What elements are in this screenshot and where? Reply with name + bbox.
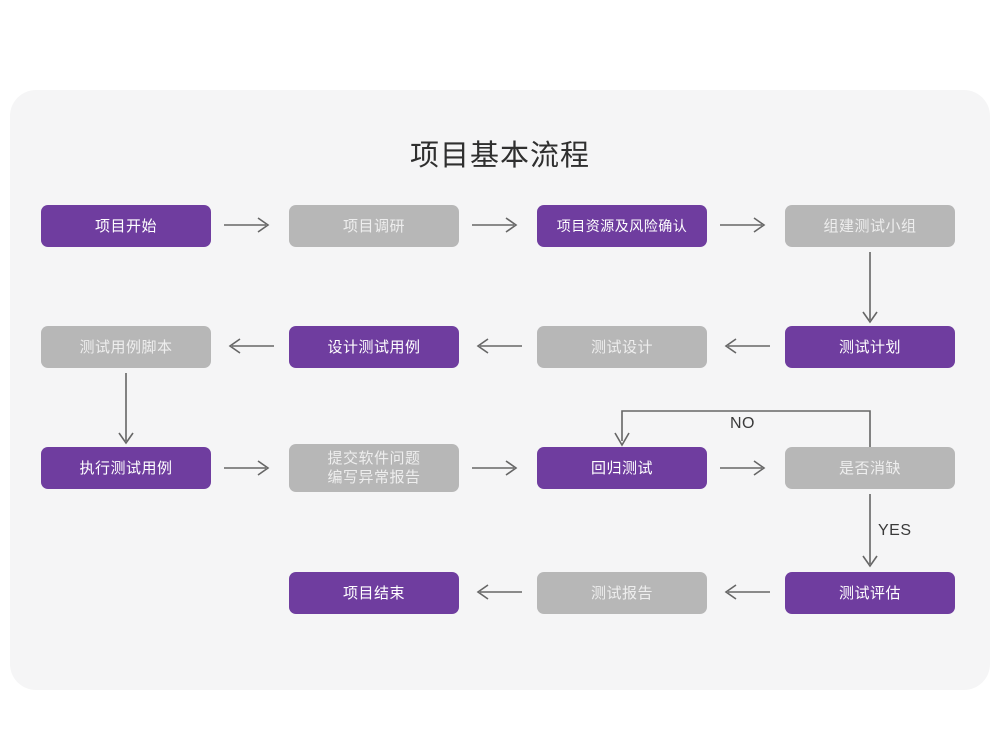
arrow-left-3	[720, 336, 770, 356]
edge-label-yes: YES	[878, 522, 912, 539]
arrow-left-4	[472, 582, 522, 602]
node-project-start[interactable]: 项目开始	[41, 205, 211, 247]
arrow-right-2	[472, 215, 522, 235]
arrow-right-6	[720, 458, 770, 478]
arrow-right-5	[472, 458, 522, 478]
edge-no-feedback-loop	[610, 405, 880, 455]
page-title: 项目基本流程	[409, 140, 590, 172]
node-defect-resolved[interactable]: 是否消缺	[785, 447, 955, 489]
arrow-right-3	[720, 215, 770, 235]
arrow-down-yes	[860, 494, 880, 572]
node-build-test-team[interactable]: 组建测试小组	[785, 205, 955, 247]
arrow-right-1	[224, 215, 274, 235]
arrow-right-4	[224, 458, 274, 478]
arrow-down-script-to-execute	[116, 373, 136, 449]
node-project-research[interactable]: 项目调研	[289, 205, 459, 247]
node-test-evaluation[interactable]: 测试评估	[785, 572, 955, 614]
node-test-case-script[interactable]: 测试用例脚本	[41, 326, 211, 368]
arrow-left-2	[472, 336, 522, 356]
arrow-left-1	[224, 336, 274, 356]
node-project-end[interactable]: 项目结束	[289, 572, 459, 614]
edge-label-no: NO	[730, 415, 755, 432]
node-submit-issue-report[interactable]: 提交软件问题 编写异常报告	[289, 444, 459, 492]
arrow-down-team-to-plan	[860, 252, 880, 328]
arrow-left-5	[720, 582, 770, 602]
node-test-report[interactable]: 测试报告	[537, 572, 707, 614]
node-design-test-case[interactable]: 设计测试用例	[289, 326, 459, 368]
node-execute-test-case[interactable]: 执行测试用例	[41, 447, 211, 489]
node-regression-test[interactable]: 回归测试	[537, 447, 707, 489]
node-test-plan[interactable]: 测试计划	[785, 326, 955, 368]
node-test-design[interactable]: 测试设计	[537, 326, 707, 368]
node-resource-risk-confirm[interactable]: 项目资源及风险确认	[537, 205, 707, 247]
